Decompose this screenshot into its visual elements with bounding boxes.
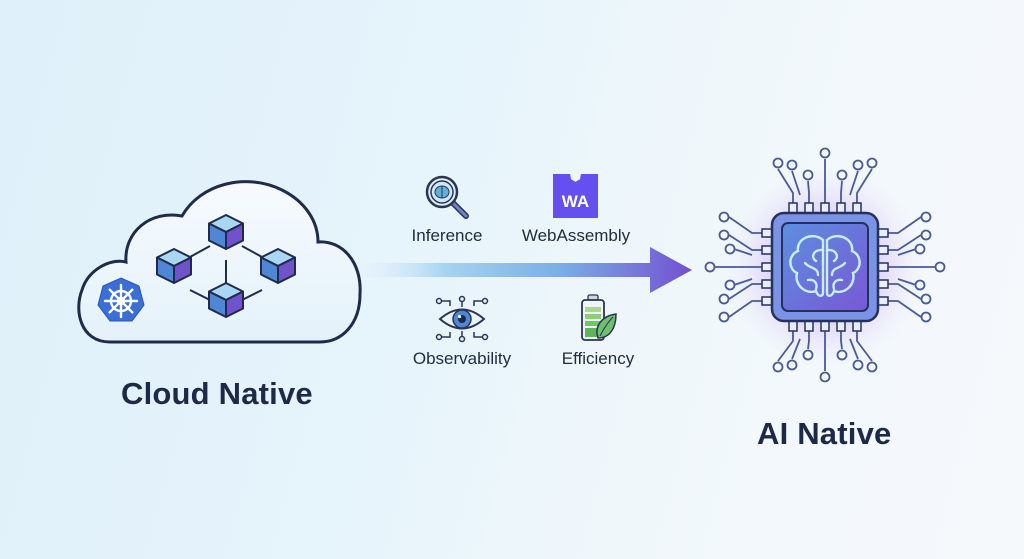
- circuit-node: [718, 229, 730, 241]
- circuit-node: [836, 169, 848, 181]
- arrow-right-icon: [362, 247, 692, 293]
- circuit-node: [819, 371, 831, 383]
- circuit-node: [772, 157, 784, 169]
- feature-label-webassembly: WebAssembly: [521, 226, 631, 245]
- chip-pin: [761, 228, 773, 238]
- circuit-node: [724, 243, 736, 255]
- circuit-trace: [849, 170, 859, 196]
- circuit-node: [866, 157, 878, 169]
- chip-pin: [820, 320, 830, 332]
- circuit-node: [718, 311, 730, 323]
- chip-pin: [877, 296, 889, 306]
- cube-face: [173, 256, 192, 284]
- chip-pin: [761, 296, 773, 306]
- ai-chip-icon: [704, 147, 946, 383]
- feature-label-efficiency: Efficiency: [561, 349, 635, 368]
- chip-pin: [788, 202, 798, 214]
- chip-pin: [804, 202, 814, 214]
- feature-label-observability: Observability: [412, 349, 512, 368]
- chip-pin: [836, 320, 846, 332]
- chip-pin: [761, 245, 773, 255]
- circuit-node: [718, 211, 730, 223]
- chip-pin: [877, 262, 889, 272]
- circuit-node: [914, 243, 926, 255]
- circuit-node: [920, 229, 932, 241]
- circuit-node: [836, 349, 848, 361]
- kubernetes-icon: [97, 277, 145, 322]
- chip-pin: [877, 228, 889, 238]
- chip-pin: [852, 202, 862, 214]
- circuit-node: [802, 349, 814, 361]
- magnifier-brain-icon: [425, 175, 469, 219]
- chip-pin: [877, 279, 889, 289]
- webassembly-icon-text: WA: [561, 192, 590, 211]
- battery-leaf-icon: [581, 294, 617, 341]
- cube-face: [225, 222, 244, 250]
- eye-circuit-icon: [435, 295, 489, 343]
- circuit-node: [920, 211, 932, 223]
- circuit-node: [920, 311, 932, 323]
- circuit-trace: [849, 338, 859, 360]
- circuit-node: [866, 361, 878, 373]
- chip-pin: [852, 320, 862, 332]
- chip-pin: [836, 202, 846, 214]
- circuit-node: [920, 293, 932, 305]
- circuit-node: [724, 279, 736, 291]
- circuit-node: [718, 293, 730, 305]
- circuit-node: [914, 279, 926, 291]
- feature-label-inference: Inference: [411, 226, 483, 245]
- cube-cluster-icon: [156, 214, 296, 318]
- cloud-native-title: Cloud Native: [121, 376, 313, 411]
- circuit-trace: [897, 278, 917, 286]
- circuit-node: [852, 159, 864, 171]
- ai-native-title: AI Native: [757, 416, 892, 451]
- circuit-node: [786, 159, 798, 171]
- chip-pin: [804, 320, 814, 332]
- circuit-node: [819, 147, 831, 159]
- cube-face: [225, 290, 244, 318]
- circuit-node: [704, 261, 716, 273]
- chip-pin: [877, 245, 889, 255]
- cloud-icon: [77, 180, 362, 344]
- circuit-node: [852, 359, 864, 371]
- circuit-node: [934, 261, 946, 273]
- circuit-trace: [733, 278, 753, 286]
- circuit-trace: [897, 248, 917, 256]
- chip-pin: [761, 279, 773, 289]
- circuit-trace: [791, 170, 801, 196]
- circuit-node: [786, 359, 798, 371]
- circuit-trace: [733, 248, 753, 256]
- circuit-node: [772, 361, 784, 373]
- chip-pin: [820, 202, 830, 214]
- circuit-trace: [791, 338, 801, 360]
- circuit-node: [802, 169, 814, 181]
- chip-pin: [761, 262, 773, 272]
- cube-face: [277, 256, 296, 284]
- chip-pin: [788, 320, 798, 332]
- brain-icon: [789, 235, 861, 297]
- webassembly-icon: WA: [553, 174, 598, 218]
